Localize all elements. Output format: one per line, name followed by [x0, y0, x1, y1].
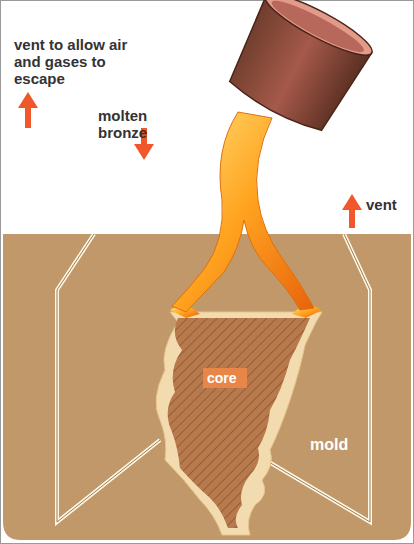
note-label: vent to allow air and gases to escape	[14, 36, 134, 87]
part-label: core	[207, 370, 247, 386]
part-label: mold	[310, 436, 370, 454]
part-label: vent	[366, 196, 410, 213]
part-label: molten bronze	[98, 107, 168, 141]
